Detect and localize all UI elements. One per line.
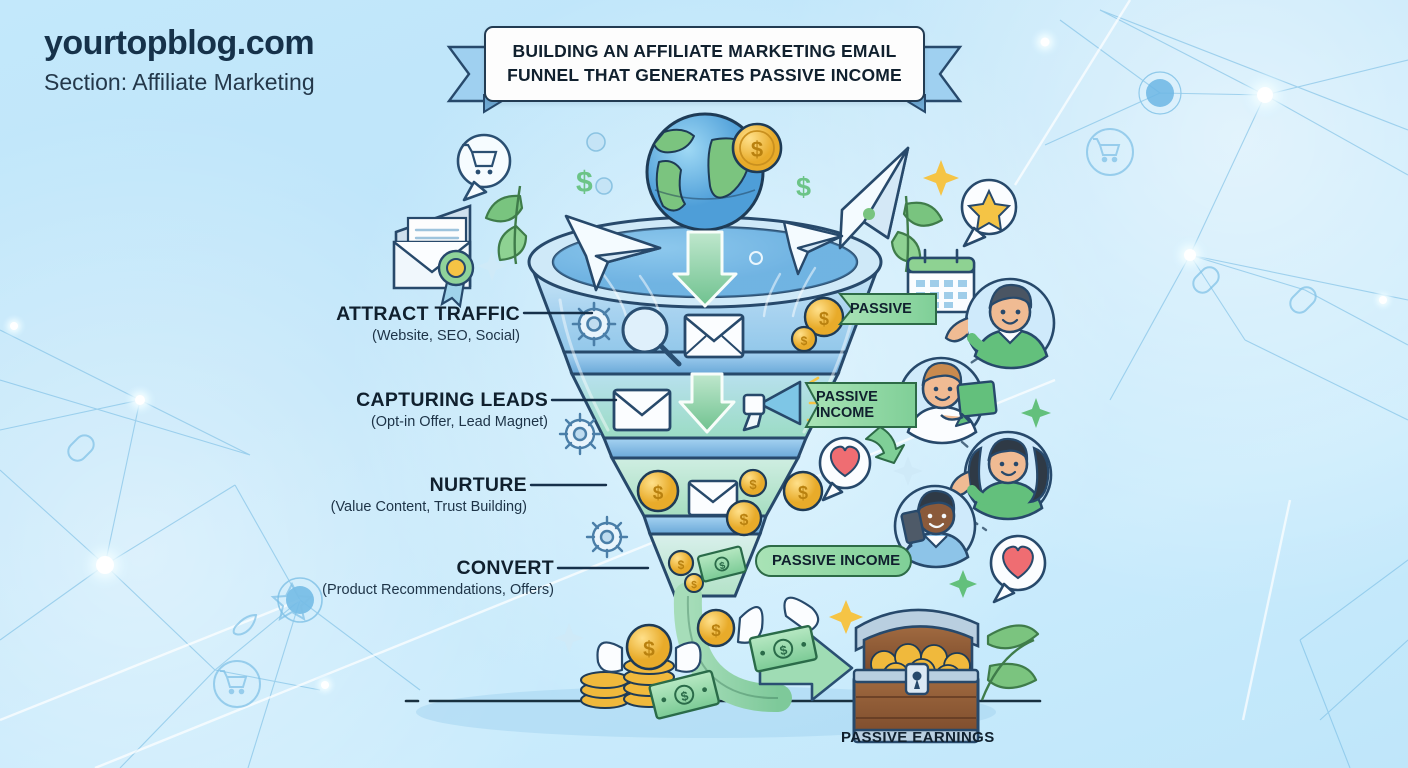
paper-plane-icon	[782, 220, 844, 276]
title-banner: BUILDING AN AFFILIATE MARKETING EMAIL FU…	[449, 24, 960, 108]
brand-block: yourtopblog.com Section: Affiliate Marke…	[44, 24, 315, 95]
dollar-sign-icon: $	[796, 172, 811, 202]
site-title: yourtopblog.com	[44, 24, 315, 62]
leaf-icon	[484, 185, 528, 265]
open-envelope-icon	[392, 204, 472, 290]
arrow-down-icon	[678, 372, 736, 434]
stage-name: ATTRACT TRAFFIC	[336, 303, 520, 325]
coin-icon: $	[790, 325, 818, 353]
arrow-down-icon	[672, 230, 738, 308]
passive-earnings-label: PASSIVE EARNINGS	[841, 729, 995, 746]
sparkle-icon	[829, 160, 959, 634]
envelope-icon	[612, 388, 672, 432]
tag-text: PASSIVE INCOME	[772, 551, 901, 569]
coin-icon: $	[803, 296, 845, 338]
tag-shape	[837, 293, 937, 325]
stage-label-capturing-leads: CAPTURING LEADS (Opt-in Offer, Lead Magn…	[0, 389, 548, 430]
tag-shape	[804, 382, 917, 464]
coin-icon: $	[667, 549, 695, 577]
heart-bubble-icon	[989, 534, 1047, 604]
coin-icon: $	[696, 608, 736, 648]
svg-text:$: $	[678, 558, 685, 572]
passive-tag-1: PASSIVE	[840, 294, 936, 324]
avatar-icon	[948, 430, 1053, 521]
stage-label-convert: CONVERT (Product Recommendations, Offers…	[0, 557, 554, 598]
stage-detail: (Website, SEO, Social)	[371, 328, 520, 344]
cart-bubble-icon	[456, 133, 512, 202]
svg-text:$: $	[718, 560, 726, 572]
dollar-sign-icon: $	[576, 166, 593, 199]
coin-icon: $	[684, 573, 704, 593]
stage-name: CONVERT	[456, 557, 554, 579]
gear-icon	[558, 412, 602, 456]
award-ribbon-icon	[437, 249, 475, 309]
svg-text:$: $	[653, 483, 664, 504]
stage-detail: (Opt-in Offer, Lead Magnet)	[370, 414, 548, 430]
heart-bubble-icon	[818, 436, 872, 502]
label-connectors	[522, 311, 650, 570]
gear-icon	[585, 515, 629, 559]
coin-icon: $	[782, 470, 824, 512]
treasure-chest-icon	[852, 608, 1040, 744]
svg-text:$: $	[819, 309, 829, 329]
paper-plane-icon	[564, 214, 662, 292]
svg-text:$: $	[801, 334, 808, 348]
sparkle-icon	[949, 398, 1051, 598]
avatar-icon	[944, 277, 1056, 370]
ribbon-tails	[446, 45, 963, 114]
stage-label-attract-traffic: ATTRACT TRAFFIC (Website, SEO, Social)	[0, 303, 520, 344]
stage-label-nurture: NURTURE (Value Content, Trust Building)	[0, 474, 527, 515]
svg-text:$: $	[711, 621, 721, 640]
sparkle-icon	[477, 251, 923, 653]
coin-icon: $	[738, 468, 768, 498]
envelope-icon	[683, 313, 745, 359]
svg-text:$: $	[749, 477, 757, 492]
banknote-icon: $	[696, 545, 747, 583]
banknote-icon: $	[648, 669, 720, 720]
winged-money-icon	[596, 641, 702, 673]
svg-text:$: $	[798, 483, 808, 503]
section-subtitle: Section: Affiliate Marketing	[44, 68, 315, 95]
svg-text:$: $	[751, 137, 763, 162]
avatar-icon	[897, 356, 998, 445]
svg-text:$: $	[740, 512, 749, 529]
magnifier-icon	[621, 306, 682, 367]
svg-text:$: $	[679, 688, 690, 704]
avatar-icon	[893, 484, 977, 569]
svg-text:$: $	[643, 638, 655, 661]
winged-money-icon: $	[736, 596, 820, 673]
tag-text: PASSIVE	[850, 300, 912, 317]
stage-detail: (Product Recommendations, Offers)	[322, 582, 554, 598]
coin-icon: $	[731, 122, 783, 174]
banner-title: BUILDING AN AFFILIATE MARKETING EMAIL FU…	[507, 41, 902, 85]
svg-text:$: $	[778, 642, 789, 658]
stage-detail: (Value Content, Trust Building)	[330, 499, 527, 515]
gear-icon	[571, 301, 617, 347]
tag-shape	[755, 545, 912, 577]
svg-text:$: $	[691, 580, 697, 591]
paper-plane-icon	[838, 146, 910, 250]
coin-icon: $	[636, 469, 680, 513]
coin-icon: $	[725, 499, 763, 537]
passive-tag-3: PASSIVE INCOME	[756, 546, 911, 576]
stage-name: CAPTURING LEADS	[356, 389, 548, 411]
envelope-icon	[687, 479, 739, 517]
stage-name: NURTURE	[429, 474, 527, 496]
star-bubble-icon	[960, 178, 1018, 248]
title-plate: BUILDING AN AFFILIATE MARKETING EMAIL FU…	[484, 26, 925, 102]
